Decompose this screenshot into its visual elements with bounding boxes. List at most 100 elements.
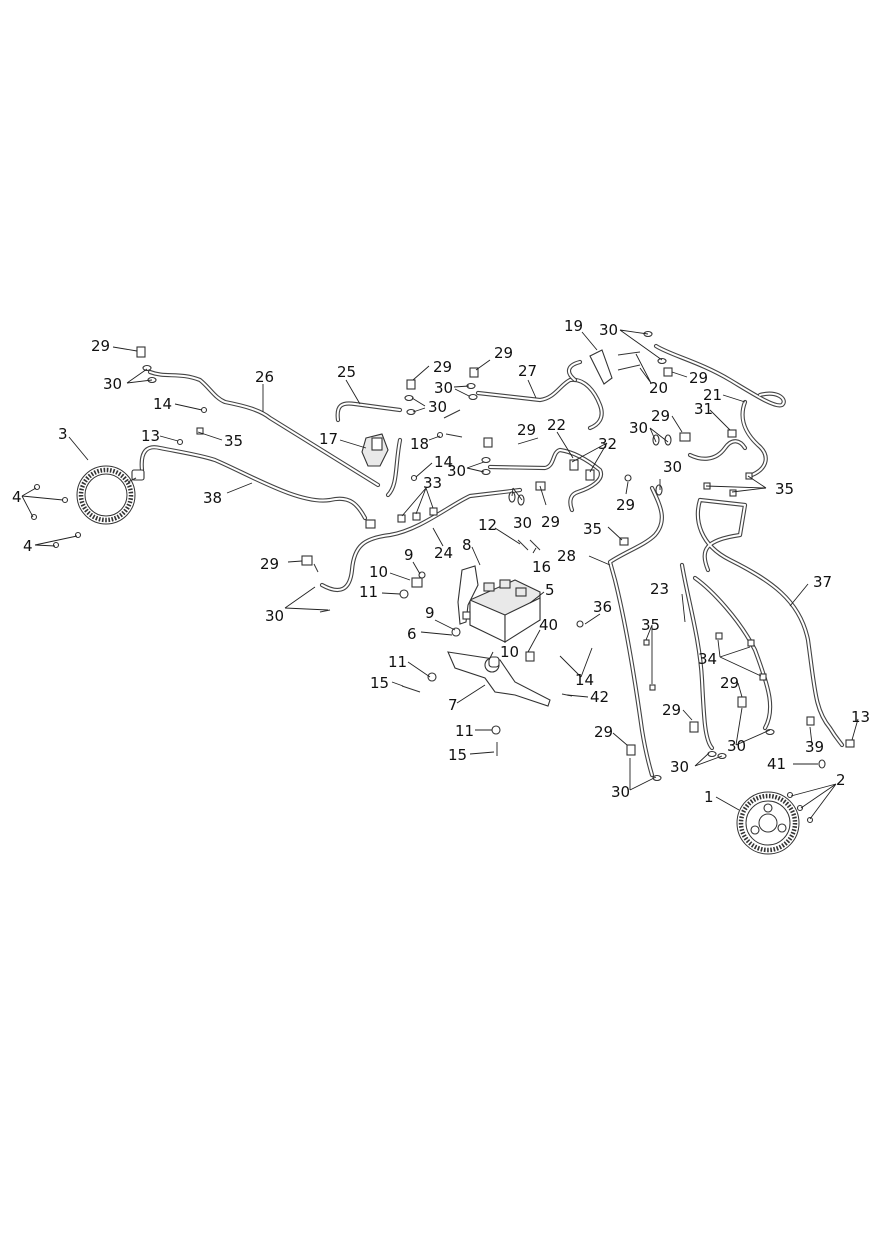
brake-hose-23 [679, 562, 715, 751]
callout-label: 30 [670, 758, 689, 776]
brake-fluid-reservoir [589, 349, 641, 385]
callout-label: 17 [319, 430, 338, 448]
callout-label: 29 [433, 358, 452, 376]
callout-label: 33 [423, 474, 442, 492]
callout-label: 30 [513, 514, 532, 532]
brake-pipe-21 [687, 399, 768, 478]
callout-label: 14 [153, 395, 172, 413]
callout-label: 30 [629, 419, 648, 437]
brake-pipe-17-38 [385, 437, 403, 498]
callout-label: 30 [265, 607, 284, 625]
callout-label: 29 [91, 337, 110, 355]
callout-label: 11 [455, 722, 474, 740]
callout-label: 5 [545, 581, 555, 599]
callout-label: 30 [434, 379, 453, 397]
abs-sensor-wire-37 [695, 497, 845, 748]
callout-label: 10 [500, 643, 519, 661]
callout-label: 11 [388, 653, 407, 671]
callout-label: 13 [141, 427, 160, 445]
callout-label: 12 [478, 516, 497, 534]
callout-label: 29 [689, 369, 708, 387]
brake-pipe-25 [335, 401, 403, 423]
callout-labels: 29 30 26 14 13 35 3 4 4 38 25 29 30 30 1… [12, 317, 870, 806]
callout-label: 30 [611, 783, 630, 801]
brake-hose-upper-right [653, 343, 786, 408]
callout-label: 9 [404, 546, 414, 564]
callout-label: 29 [517, 421, 536, 439]
callout-label: 14 [434, 453, 453, 471]
brake-pipe-27b [566, 359, 583, 383]
callout-label: 24 [434, 544, 453, 562]
callout-label: 41 [767, 755, 786, 773]
abs-modulator-unit [469, 579, 541, 643]
callout-label: 29 [541, 513, 560, 531]
callout-label: 29 [260, 555, 279, 573]
callout-label: 29 [616, 496, 635, 514]
callout-label: 4 [23, 537, 33, 555]
callout-label: 39 [805, 738, 824, 756]
brake-hose-28 [607, 485, 664, 778]
callout-label: 10 [369, 563, 388, 581]
callout-label: 2 [836, 771, 846, 789]
callout-label: 34 [698, 650, 717, 668]
callout-label: 26 [255, 368, 274, 386]
callout-label: 35 [641, 616, 660, 634]
callout-label: 30 [663, 458, 682, 476]
callout-label: 11 [359, 583, 378, 601]
fasteners [30, 330, 855, 824]
callout-label: 9 [425, 604, 435, 622]
callout-label: 30 [428, 398, 447, 416]
callout-label: 35 [583, 520, 602, 538]
callout-label: 30 [599, 321, 618, 339]
brake-hose-22 [487, 447, 604, 513]
callout-label: 29 [594, 723, 613, 741]
callout-label: 29 [720, 674, 739, 692]
brake-hose-front [692, 575, 773, 731]
callout-label: 1 [704, 788, 714, 806]
callout-label: 38 [203, 489, 222, 507]
front-abs-ring [736, 791, 800, 855]
callout-label: 32 [598, 435, 617, 453]
callout-label: 19 [564, 317, 583, 335]
callout-label: 20 [649, 379, 668, 397]
callout-label: 28 [557, 547, 576, 565]
callout-label: 16 [532, 558, 551, 576]
callout-label: 35 [224, 432, 243, 450]
callout-label: 42 [590, 688, 609, 706]
callout-label: 3 [58, 425, 68, 443]
rear-master-cylinder [361, 433, 389, 467]
callout-label: 35 [775, 480, 794, 498]
callout-label: 37 [813, 573, 832, 591]
callout-label: 6 [407, 625, 417, 643]
brake-hose-38 [139, 445, 368, 521]
callout-label: 30 [447, 462, 466, 480]
leader-lines [21, 329, 859, 820]
callout-label: 40 [539, 616, 558, 634]
callout-label: 15 [448, 746, 467, 764]
callout-label: 27 [518, 362, 537, 380]
brake-hose-24 [319, 487, 523, 593]
brake-hose-26 [147, 369, 381, 488]
rear-abs-ring [76, 465, 136, 525]
callout-label: 8 [462, 536, 472, 554]
callout-label: 30 [103, 375, 122, 393]
callout-label: 4 [12, 488, 22, 506]
callout-label: 29 [651, 407, 670, 425]
callout-label: 36 [593, 598, 612, 616]
callout-label: 22 [547, 416, 566, 434]
callout-label: 15 [370, 674, 389, 692]
rear-wheel-speed-sensor [127, 469, 145, 483]
callout-label: 21 [703, 386, 722, 404]
callout-label: 14 [575, 671, 594, 689]
callout-label: 31 [694, 400, 713, 418]
callout-label: 7 [448, 696, 458, 714]
callout-label: 29 [494, 344, 513, 362]
callout-label: 18 [410, 435, 429, 453]
callout-label: 30 [727, 737, 746, 755]
brake-hose-27 [475, 377, 604, 431]
callout-label: 23 [650, 580, 669, 598]
callout-label: 13 [851, 708, 870, 726]
callout-label: 29 [662, 701, 681, 719]
callout-label: 25 [337, 363, 356, 381]
